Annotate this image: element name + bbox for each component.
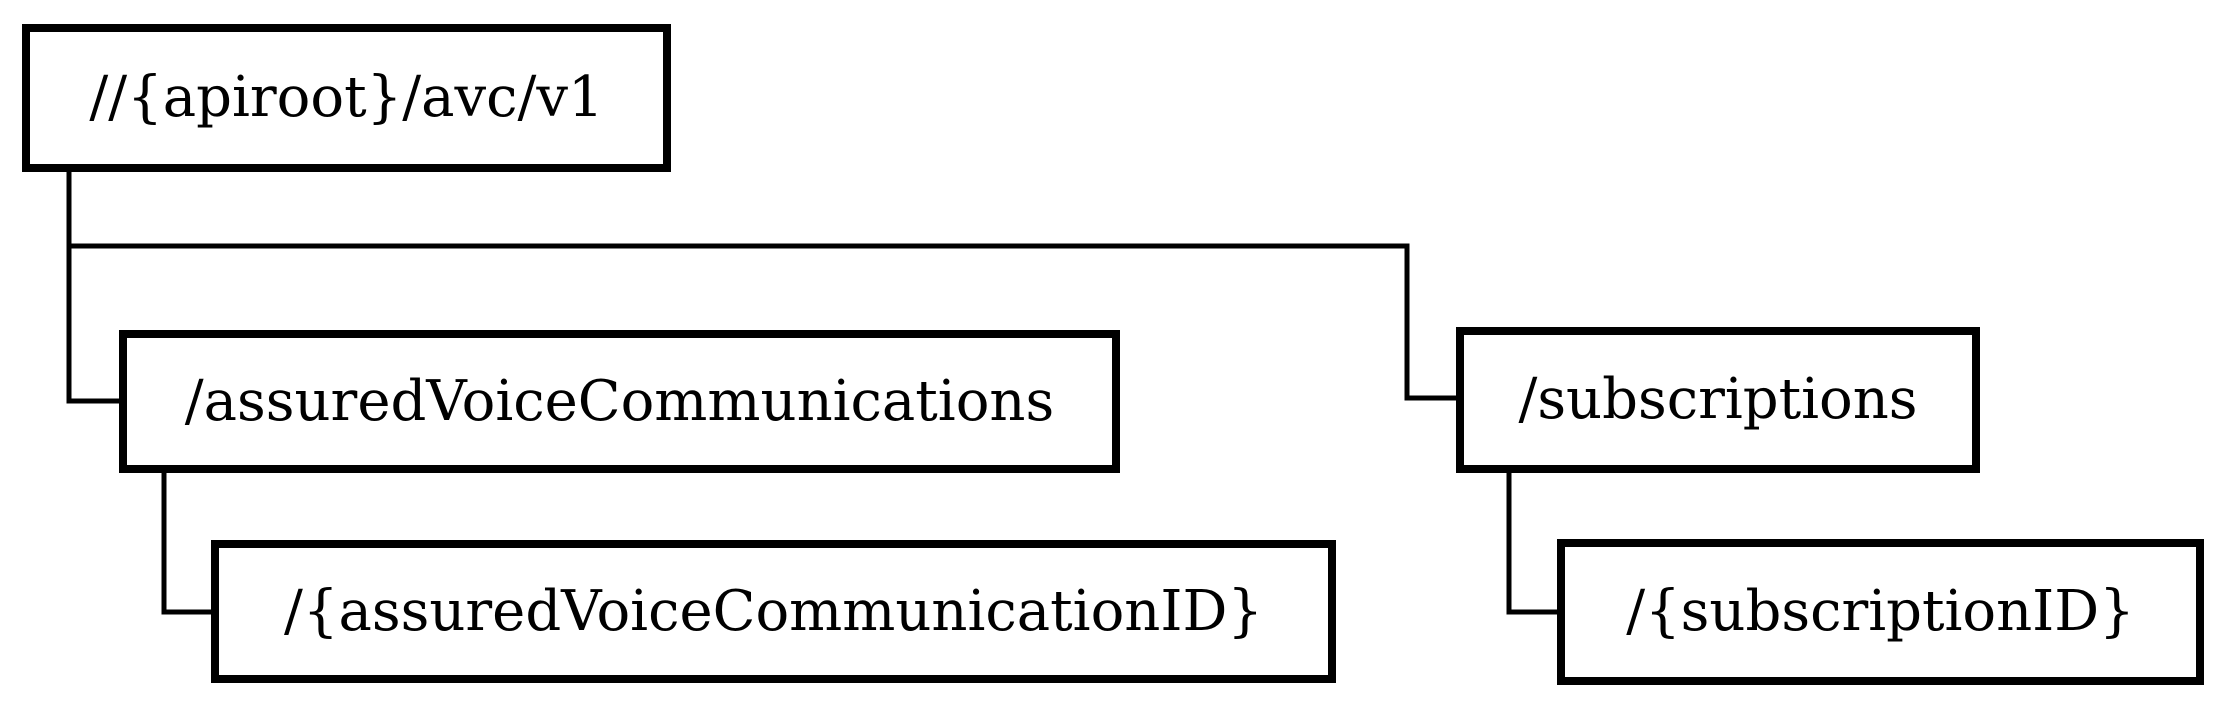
api-root-label: //{apiroot}/avc/v1 <box>89 65 604 130</box>
connector-root-to-subscriptions <box>69 243 1456 401</box>
assured-voice-communications-label: /assuredVoiceCommunications <box>184 368 1055 434</box>
connector-avc-to-avc-id <box>161 473 211 615</box>
subscriptions-label: /subscriptions <box>1518 367 1918 432</box>
resource-node-subscription-id: /{subscriptionID} <box>1557 539 2204 685</box>
resource-node-api-root: //{apiroot}/avc/v1 <box>22 24 671 172</box>
resource-node-assured-voice-communications: /assuredVoiceCommunications <box>119 330 1120 473</box>
subscription-id-label: /{subscriptionID} <box>1626 579 2135 644</box>
assured-voice-communication-id-label: /{assuredVoiceCommunicationID} <box>283 578 1263 644</box>
connector-root-to-avc <box>66 172 119 404</box>
resource-node-assured-voice-communication-id: /{assuredVoiceCommunicationID} <box>211 540 1336 683</box>
resource-node-subscriptions: /subscriptions <box>1456 327 1980 473</box>
connector-subscriptions-to-subscription-id <box>1506 473 1557 615</box>
